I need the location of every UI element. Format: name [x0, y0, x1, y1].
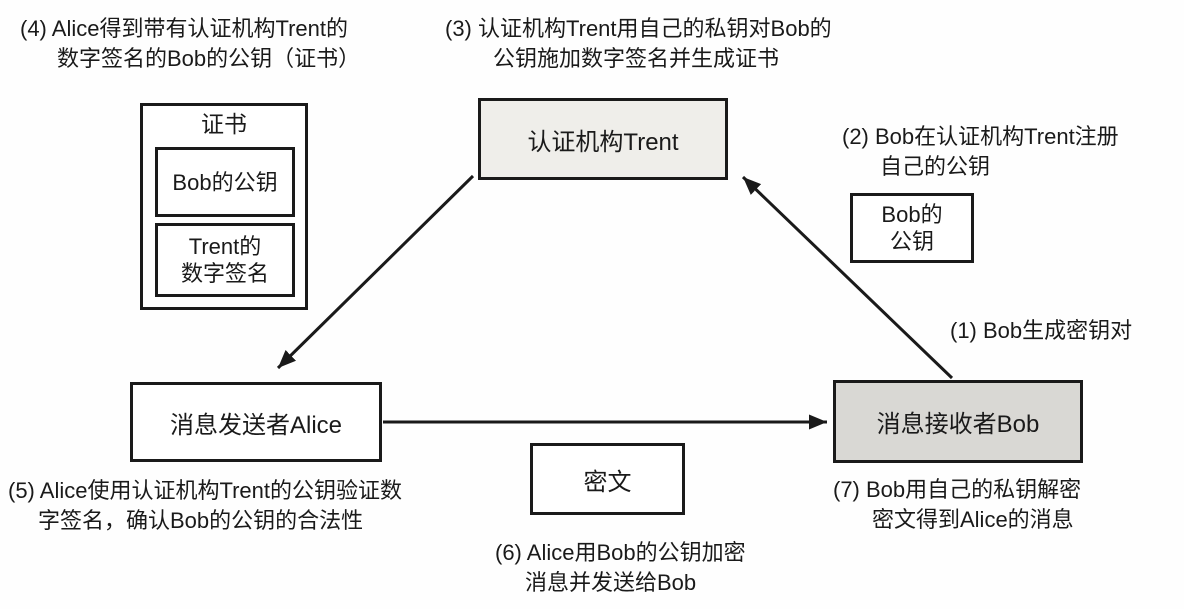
step6-line2: 消息并发送给Bob — [525, 570, 697, 595]
step6-annotation: (6) Alice用Bob的公钥加密 消息并发送给Bob — [495, 538, 746, 598]
certificate-title: 证书 — [201, 111, 247, 137]
certificate-bob-pubkey-box: Bob的公钥 — [155, 147, 295, 217]
arrow-trent-to-alice — [276, 174, 475, 370]
certificate-bob-pubkey-label: Bob的公钥 — [172, 169, 278, 195]
step1-annotation: (1) Bob生成密钥对 — [950, 316, 1132, 346]
step4-annotation: (4) Alice得到带有认证机构Trent的 数字签名的Bob的公钥（证书） — [20, 14, 360, 74]
certificate-box: 证书 Bob的公钥 Trent的 数字签名 — [140, 103, 308, 310]
step5-line1: (5) Alice使用认证机构Trent的公钥验证数 — [8, 478, 403, 503]
trent-ca-label: 认证机构Trent — [527, 128, 679, 156]
step2-line1: (2) Bob在认证机构Trent注册 — [842, 124, 1119, 149]
step5-annotation: (5) Alice使用认证机构Trent的公钥验证数 字签名，确认Bob的公钥的… — [8, 476, 402, 536]
step7-line2: 密文得到Alice的消息 — [872, 507, 1074, 532]
certificate-trent-signature-line1: Trent的 — [188, 234, 262, 259]
step2-annotation: (2) Bob在认证机构Trent注册 自己的公钥 — [842, 122, 1119, 182]
step3-line2: 公钥施加数字签名并生成证书 — [493, 46, 780, 71]
step4-line1: (4) Alice得到带有认证机构Trent的 — [20, 16, 349, 41]
alice-sender-box: 消息发送者Alice — [130, 382, 382, 462]
step5-line2: 字签名，确认Bob的公钥的合法性 — [38, 508, 364, 533]
arrow-bob-to-trent — [741, 175, 954, 380]
step1-line1: (1) Bob生成密钥对 — [950, 318, 1133, 343]
bob-public-key-box: Bob的 公钥 — [850, 193, 974, 263]
step6-line1: (6) Alice用Bob的公钥加密 — [495, 540, 746, 565]
bob-public-key-line1: Bob的 — [881, 202, 943, 227]
step4-line2: 数字签名的Bob的公钥（证书） — [57, 46, 361, 71]
bob-receiver-label: 消息接收者Bob — [876, 411, 1040, 438]
step2-line2: 自己的公钥 — [880, 154, 991, 179]
ciphertext-box: 密文 — [530, 443, 685, 515]
bob-public-key-line2: 公钥 — [889, 229, 934, 254]
step3-annotation: (3) 认证机构Trent用自己的私钥对Bob的 公钥施加数字签名并生成证书 — [445, 14, 832, 74]
alice-sender-label: 消息发送者Alice — [169, 411, 343, 439]
certificate-trent-signature-line2: 数字签名 — [180, 261, 269, 286]
step3-line1: (3) 认证机构Trent用自己的私钥对Bob的 — [445, 16, 832, 41]
bob-receiver-box: 消息接收者Bob — [833, 380, 1083, 463]
step7-annotation: (7) Bob用自己的私钥解密 密文得到Alice的消息 — [833, 475, 1081, 535]
ciphertext-label: 密文 — [583, 468, 632, 496]
trent-ca-box: 认证机构Trent — [478, 98, 728, 180]
certificate-trent-signature-box: Trent的 数字签名 — [155, 223, 295, 297]
step7-line1: (7) Bob用自己的私钥解密 — [833, 477, 1082, 502]
